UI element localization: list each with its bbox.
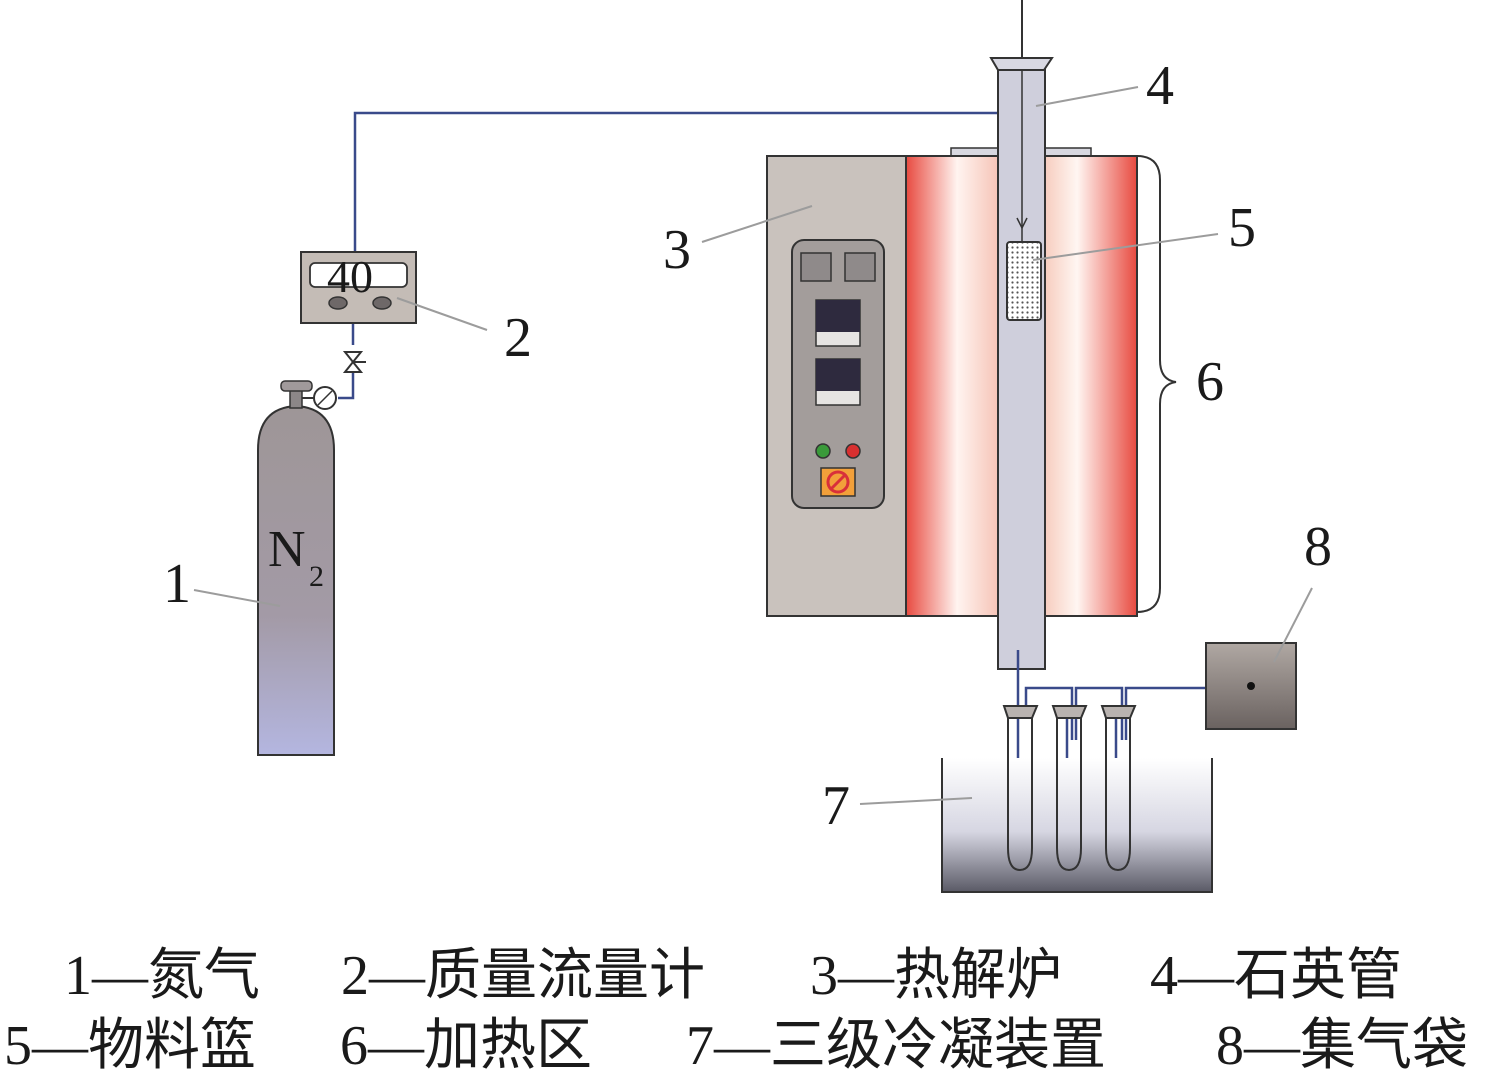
callout-3: 3 (663, 219, 691, 281)
valve-icon (342, 351, 366, 373)
heating-zone-bracket (1136, 155, 1177, 613)
legend-item-7: 7—三级冷凝装置 (686, 1015, 1106, 1077)
legend-item-4: 4—石英管 (1150, 945, 1402, 1007)
legend-item-3: 3—热解炉 (810, 945, 1062, 1007)
legend-item-8: 8—集气袋 (1216, 1015, 1468, 1077)
red-indicator-icon (845, 443, 861, 459)
green-indicator-icon (815, 443, 831, 459)
cold-bath (941, 758, 1213, 893)
cylinder-gas-label: N (268, 521, 306, 578)
heating-zone-left (905, 155, 1000, 617)
condenser-tubes (1002, 705, 1137, 872)
leader-lines (193, 86, 1313, 805)
gas-collection-bag (1205, 642, 1297, 730)
callout-numbers: 1 2 3 4 5 6 7 8 (163, 55, 1332, 837)
material-basket (1006, 241, 1042, 321)
callout-2: 2 (504, 307, 532, 369)
callout-5: 5 (1228, 197, 1256, 259)
flowmeter-display: 40 (327, 251, 373, 302)
callout-1: 1 (163, 553, 191, 615)
legend-item-1: 1—氮气 (64, 945, 260, 1007)
heating-zone-right (1044, 155, 1138, 617)
legend-item-5: 5—物料篮 (4, 1015, 256, 1077)
mass-flowmeter: 40 (300, 251, 417, 324)
nitrogen-cylinder: N 2 (257, 380, 337, 756)
pyrolysis-furnace (766, 147, 1138, 617)
callout-8: 8 (1304, 516, 1332, 578)
quartz-tube (989, 0, 1054, 700)
callout-4: 4 (1146, 55, 1174, 117)
legend-item-2: 2—质量流量计 (341, 945, 705, 1007)
legend-item-6: 6—加热区 (340, 1015, 592, 1077)
power-switch-icon (820, 467, 856, 497)
callout-7: 7 (822, 775, 850, 837)
callout-6: 6 (1196, 351, 1224, 413)
cylinder-gas-subscript: 2 (309, 560, 324, 593)
